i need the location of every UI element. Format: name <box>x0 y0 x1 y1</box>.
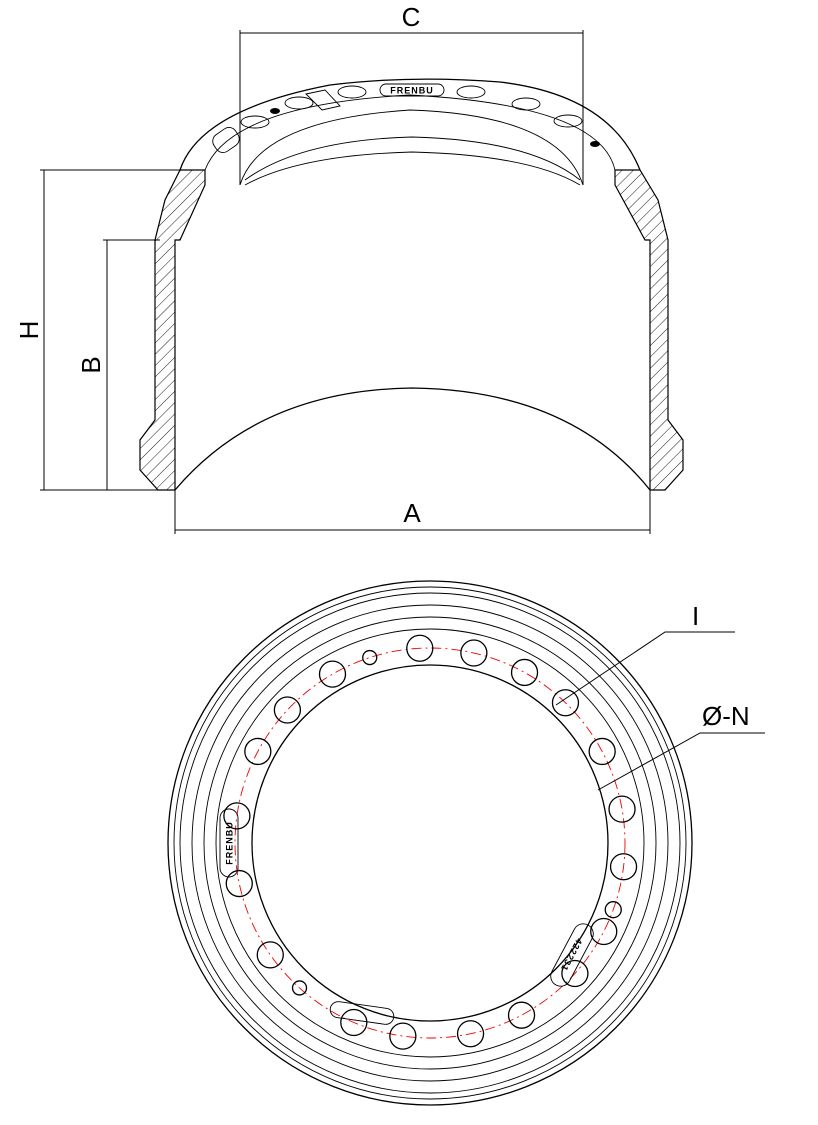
bolt-hole <box>608 795 636 823</box>
bolt-hole <box>551 689 580 717</box>
leader-n <box>597 732 765 791</box>
dim-c-label: C <box>402 2 421 32</box>
plan-view: FRENBU 422231 I Ø-N <box>167 580 765 1106</box>
bolt-hole <box>318 660 347 688</box>
outer-rim <box>167 580 693 1106</box>
bolt-hole <box>456 1020 485 1048</box>
label-n: Ø-N <box>702 701 750 731</box>
bolt-hole <box>460 639 488 667</box>
brand-plate-top <box>379 83 445 97</box>
pitch-circle <box>234 647 626 1039</box>
bore-arc <box>174 387 651 491</box>
bolt-hole <box>340 1008 368 1037</box>
bolt-hole <box>590 917 618 946</box>
bolt-holes <box>223 634 638 1050</box>
bolt-hole <box>291 980 308 996</box>
brand-marking-top: FRENBU <box>390 86 434 96</box>
dim-h-label: H <box>14 321 44 340</box>
brand-plate-bottom: FRENBU <box>219 808 239 878</box>
left-wall-section <box>139 169 206 491</box>
bolt-hole <box>256 941 284 969</box>
hub-arc-1 <box>244 136 581 181</box>
hub-arc-2 <box>244 151 581 186</box>
bore <box>251 664 609 1022</box>
flange-holes <box>212 85 600 153</box>
flange-rim-arc <box>204 94 616 171</box>
bolt-hole <box>604 901 622 919</box>
brand-marking-bottom: FRENBU <box>225 821 235 865</box>
bolt-hole <box>362 649 378 666</box>
part-number-plate: 422231 <box>550 923 594 987</box>
slot-hole <box>329 1001 395 1025</box>
right-wall-section <box>614 169 684 491</box>
side-view: FRENBU C H B A <box>14 2 684 534</box>
bolt-hole <box>510 658 539 687</box>
bolt-hole <box>223 802 251 830</box>
bolt-hole <box>244 737 272 766</box>
dim-a-label: A <box>403 498 421 528</box>
bolt-hole <box>609 853 638 881</box>
dim-b-label: B <box>76 356 106 373</box>
bolt-hole <box>389 1022 417 1050</box>
label-i: I <box>692 601 699 631</box>
bolt-hole <box>561 959 589 988</box>
bolt-hole <box>406 634 434 662</box>
flange-outer-arc <box>179 78 641 171</box>
leader-i <box>555 631 735 706</box>
bolt-hole <box>225 869 253 898</box>
bolt-hole <box>507 1001 536 1029</box>
bolt-hole <box>588 737 616 766</box>
slot <box>305 89 341 111</box>
bolt-hole <box>273 696 302 724</box>
flange-inner-arc <box>239 109 584 186</box>
